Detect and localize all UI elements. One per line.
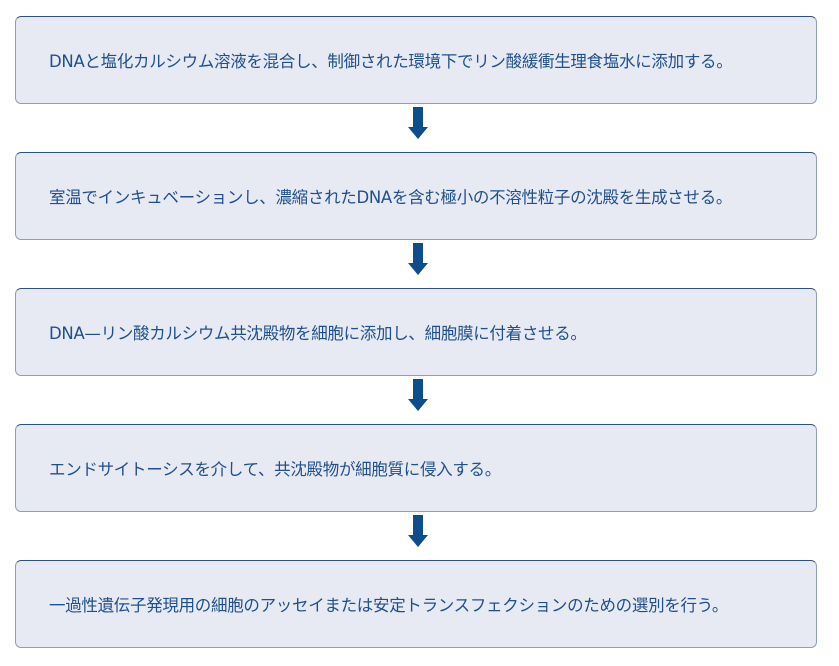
step-1-text: DNAと塩化カルシウム溶液を混合し、制御された環境下でリン酸緩衝生理食塩水に添加… <box>49 52 733 71</box>
step-3-box: DNA—リン酸カルシウム共沈殿物を細胞に添加し、細胞膜に付着させる。 <box>15 288 817 376</box>
step-4-text: エンドサイトーシスを介して、共沈殿物が細胞質に侵入する。 <box>49 460 501 479</box>
down-arrow-icon <box>408 107 428 139</box>
step-5-text: 一過性遺伝子発現用の細胞のアッセイまたは安定トランスフェクションのための選別を行… <box>49 596 729 615</box>
step-1-box: DNAと塩化カルシウム溶液を混合し、制御された環境下でリン酸緩衝生理食塩水に添加… <box>15 16 817 104</box>
down-arrow-icon <box>408 243 428 275</box>
step-5-box: 一過性遺伝子発現用の細胞のアッセイまたは安定トランスフェクションのための選別を行… <box>15 560 817 648</box>
step-3-text: DNA—リン酸カルシウム共沈殿物を細胞に添加し、細胞膜に付着させる。 <box>49 324 587 343</box>
down-arrow-icon <box>408 379 428 411</box>
step-2-box: 室温でインキュベーションし、濃縮されたDNAを含む極小の不溶性粒子の沈殿を生成さ… <box>15 152 817 240</box>
step-2-text: 室温でインキュベーションし、濃縮されたDNAを含む極小の不溶性粒子の沈殿を生成さ… <box>49 188 733 207</box>
down-arrow-icon <box>408 515 428 547</box>
step-4-box: エンドサイトーシスを介して、共沈殿物が細胞質に侵入する。 <box>15 424 817 512</box>
